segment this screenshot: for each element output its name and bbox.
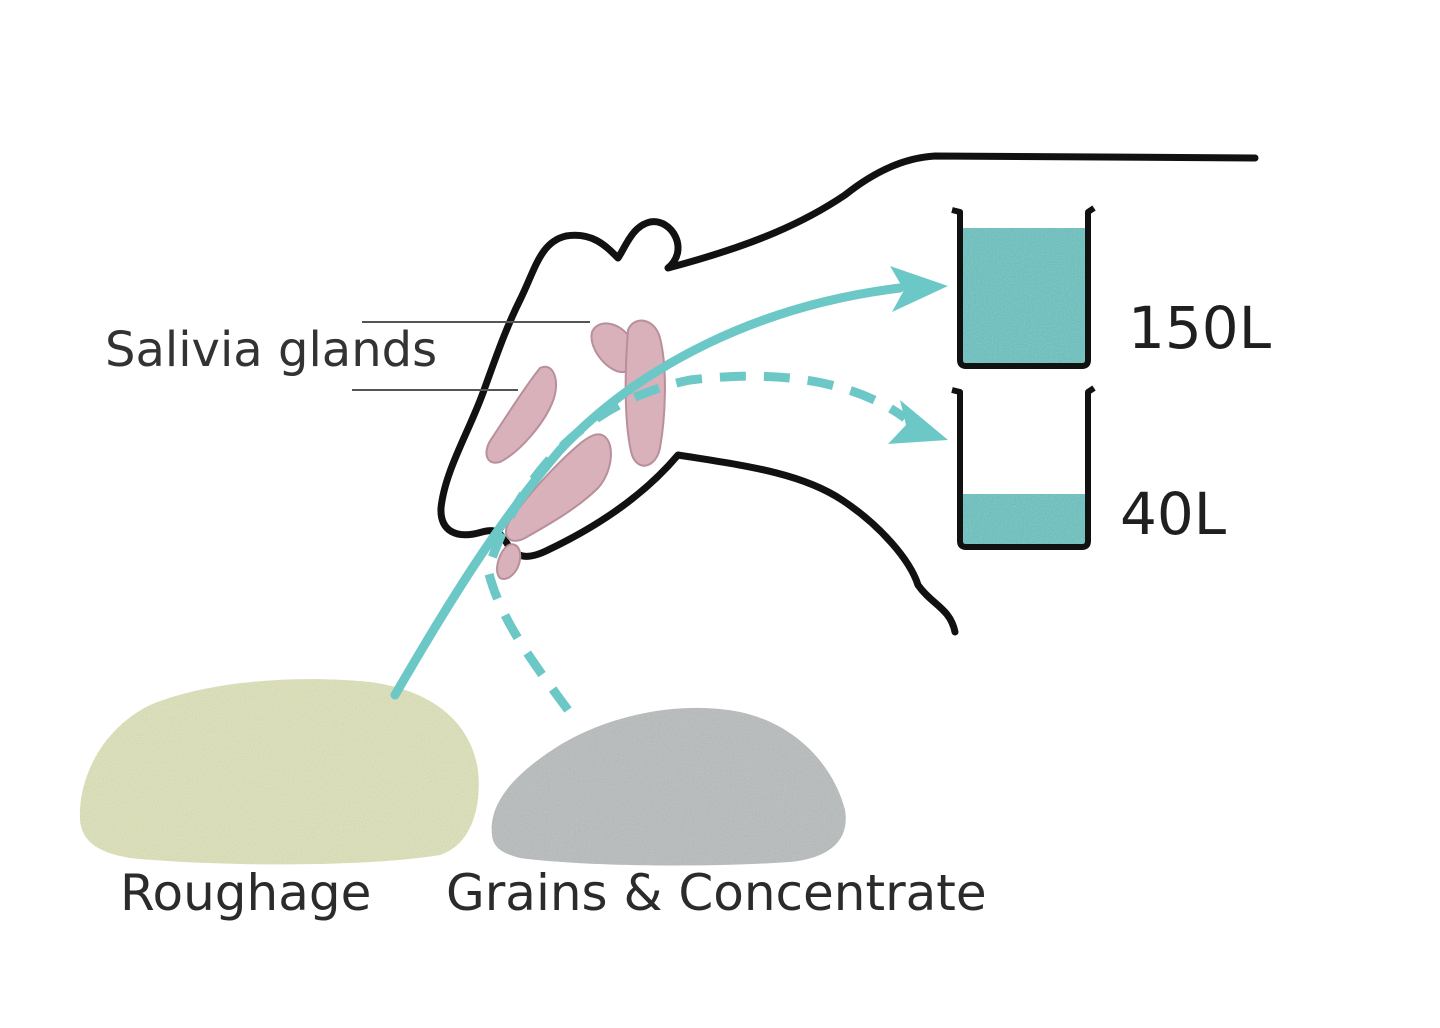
cow-head-outline bbox=[437, 152, 1259, 636]
grains-pile bbox=[491, 707, 846, 866]
roughage-flow-arrowhead bbox=[890, 266, 948, 312]
roughage-pile bbox=[79, 679, 479, 865]
grains-flow-arrow bbox=[483, 371, 908, 713]
grains-label: Grains & Concentrate bbox=[446, 864, 987, 922]
roughage-flow-arrow bbox=[390, 283, 905, 700]
grains-flow-arrowhead bbox=[888, 400, 948, 444]
high-volume-label: 150L bbox=[1128, 294, 1272, 362]
saliva-glands-label: Salivia glands bbox=[105, 322, 438, 378]
gland-sublingual bbox=[496, 543, 522, 580]
beaker-150l bbox=[951, 205, 1096, 369]
beaker-40l-liquid bbox=[960, 494, 1088, 544]
beaker-40l-outline bbox=[951, 385, 1096, 550]
roughage-label: Roughage bbox=[120, 864, 372, 922]
beaker-150l-liquid bbox=[960, 228, 1088, 363]
gland-mandibular bbox=[505, 433, 612, 542]
gland-left bbox=[485, 365, 558, 464]
saliva-glands bbox=[485, 319, 666, 580]
beaker-150l-outline bbox=[951, 205, 1096, 369]
beaker-40l bbox=[951, 385, 1096, 550]
low-volume-label: 40L bbox=[1120, 480, 1227, 548]
